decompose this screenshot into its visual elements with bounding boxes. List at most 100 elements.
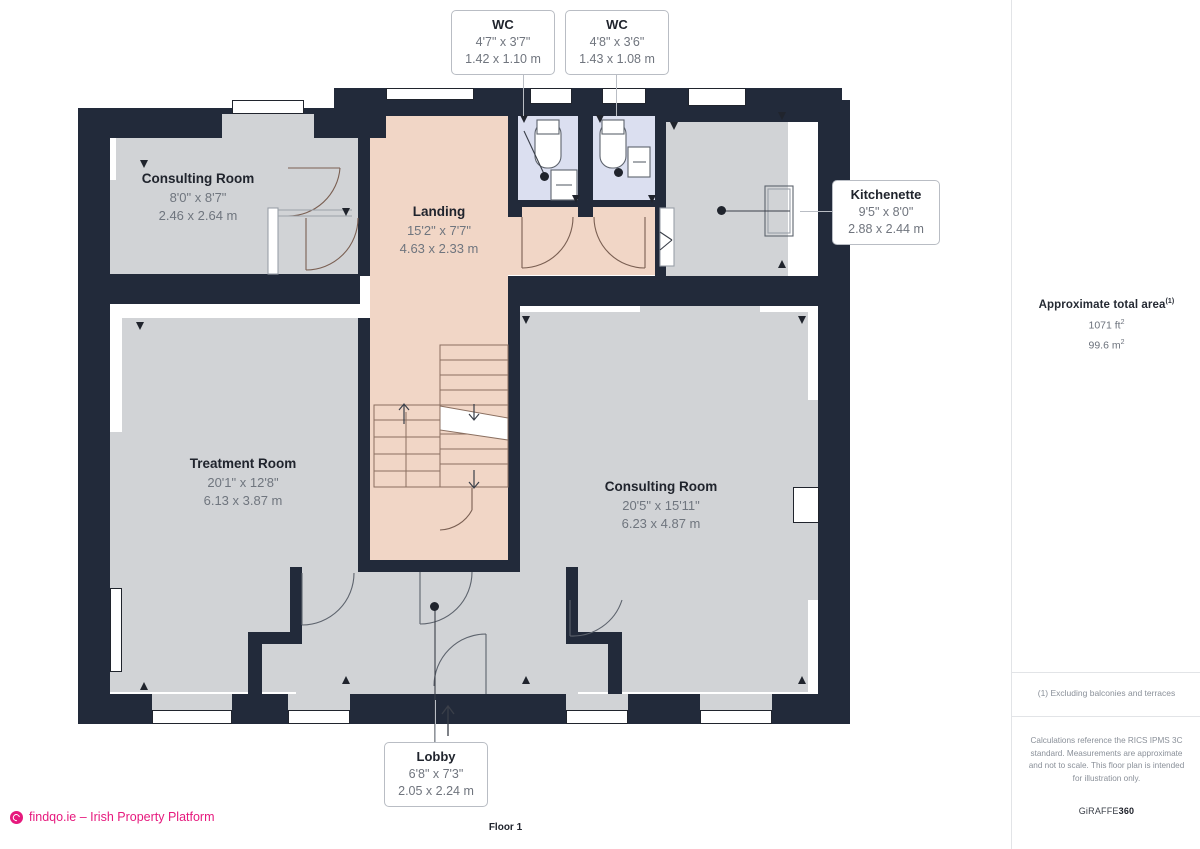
room-dim-imperial: 20'1" x 12'8" — [207, 474, 279, 490]
callout-kitchenette: Kitchenette 9'5" x 8'0" 2.88 x 2.44 m — [832, 180, 940, 246]
window-inset-bottom-d — [700, 694, 772, 710]
window-top-wc-left — [530, 88, 572, 104]
interior-wall-kitchenette-left — [656, 116, 666, 278]
interior-wall-landing-right-upper — [508, 116, 518, 208]
room-dim-imperial: 9'5" x 8'0" — [858, 204, 914, 219]
brand-footer[interactable]: findqo.ie – Irish Property Platform — [10, 810, 215, 824]
marker-dot-wc-left — [540, 172, 549, 181]
interior-wall-lobby-left — [290, 567, 302, 637]
window-bottom-c — [566, 710, 628, 724]
room-fill-wc-left — [518, 115, 578, 207]
window-inset-top-left-a — [222, 114, 314, 138]
interior-wall-landing-left-lower — [358, 318, 370, 570]
area-sqft-value: 1071 ft — [1088, 319, 1121, 332]
total-area-block: Approximate total area(1) 1071 ft2 99.6 … — [1012, 298, 1200, 352]
window-right-consulting — [793, 487, 819, 523]
room-dim-imperial: 20'5" x 15'11" — [622, 497, 700, 513]
provider-brand-suffix: 360 — [1118, 806, 1135, 816]
panel-disclaimer: Calculations reference the RICS IPMS 3C … — [1028, 736, 1185, 784]
room-fill-landing — [370, 115, 508, 567]
total-area-title: Approximate total area(1) — [1012, 298, 1200, 311]
window-inset-bottom-b — [288, 694, 350, 710]
window-inset-bottom-c — [566, 694, 628, 710]
window-inset-consulting-right-top — [640, 306, 760, 314]
window-top-landing — [386, 88, 474, 100]
total-area-sqm: 99.6 m2 — [1012, 339, 1200, 352]
room-dim-imperial: 6'8" x 7'3" — [408, 766, 464, 781]
room-name: WC — [492, 17, 514, 32]
area-sqm-exponent: 2 — [1120, 339, 1125, 347]
footnote-marker: (1) — [1165, 298, 1175, 305]
callout-lobby: Lobby 6'8" x 7'3" 2.05 x 2.24 m — [384, 742, 488, 808]
room-label-consulting-room-top-left: Consulting Room 8'0" x 8'7" 2.46 x 2.64 … — [113, 170, 283, 226]
window-top-wc-right — [602, 88, 646, 104]
interior-wall-top-left-room-bottom — [110, 274, 360, 304]
leader-lobby — [435, 700, 436, 742]
room-dim-metric: 2.46 x 2.64 m — [158, 208, 238, 224]
window-left-treatment — [110, 588, 122, 672]
panel-divider-top — [1012, 672, 1200, 673]
room-label-landing: Landing 15'2" x 7'7" 4.63 x 2.33 m — [374, 203, 504, 259]
room-fill-lobby — [296, 567, 578, 697]
room-dim-metric: 2.05 x 2.24 m — [398, 783, 474, 798]
brand-name: findqo.ie – Irish Property Platform — [29, 810, 215, 824]
area-sqm-value: 99.6 m — [1088, 339, 1121, 352]
window-bottom-a — [152, 710, 232, 724]
findqo-circle-logo-icon — [10, 810, 23, 824]
room-name: Consulting Room — [141, 171, 255, 186]
total-area-sqft: 1071 ft2 — [1012, 319, 1200, 332]
room-dim-metric: 6.13 x 3.87 m — [203, 493, 283, 509]
room-dim-metric: 1.43 x 1.08 m — [579, 51, 655, 66]
room-name: WC — [606, 17, 628, 32]
room-fill-stair-landing — [366, 405, 376, 485]
room-dim-imperial: 8'0" x 8'7" — [169, 189, 227, 205]
room-dim-metric: 2.88 x 2.44 m — [848, 221, 924, 236]
interior-wall-lobby-right — [566, 567, 578, 637]
interior-wall-wc-bottom-right — [578, 203, 593, 217]
room-label-consulting-room-right: Consulting Room 20'5" x 15'11" 6.23 x 4.… — [576, 478, 746, 534]
leader-kitchenette — [800, 211, 833, 212]
room-dim-metric: 6.23 x 4.87 m — [621, 516, 701, 532]
marker-dot-wc-right — [614, 168, 623, 177]
total-area-label: Approximate total area — [1038, 298, 1166, 311]
info-panel: Approximate total area(1) 1071 ft2 99.6 … — [1011, 0, 1200, 849]
provider-brand: GiRAFFE360 — [1012, 806, 1200, 816]
room-fill-lobby-right-wing — [574, 567, 628, 637]
room-fill-wc-right — [593, 115, 655, 207]
window-top-kitchenette — [688, 88, 746, 106]
room-dim-imperial: 15'2" x 7'7" — [406, 222, 472, 238]
marker-dot-lobby — [430, 602, 439, 611]
room-name: Consulting Room — [604, 479, 718, 494]
interior-wall-landing-bottom — [358, 560, 520, 572]
leader-wc-right — [616, 68, 617, 116]
room-dim-imperial: 4'7" x 3'7" — [475, 34, 531, 49]
provider-brand-prefix: GiRAFFE — [1078, 806, 1119, 816]
interior-wall-wc-sill-right — [593, 200, 655, 207]
room-name: Kitchenette — [850, 187, 922, 202]
interior-wall-consulting-right-top — [508, 276, 848, 306]
window-inset-bottom-a — [152, 694, 232, 710]
window-bottom-b — [288, 710, 350, 724]
leader-wc-left — [523, 68, 524, 116]
floor-plan-canvas: Consulting Room 8'0" x 8'7" 2.46 x 2.64 … — [78, 88, 850, 760]
interior-wall-lobby-right-pier — [608, 632, 622, 694]
window-bottom-d — [700, 710, 772, 724]
interior-wall-top-left-room-right — [358, 168, 370, 208]
area-sqft-exponent: 2 — [1120, 318, 1125, 326]
exterior-wall-left — [78, 108, 110, 724]
room-name: Lobby — [416, 749, 456, 764]
marker-dot-kitchenette — [717, 206, 726, 215]
callout-wc-right: WC 4'8" x 3'6" 1.43 x 1.08 m — [565, 10, 669, 76]
room-fill-kitchenette — [664, 120, 788, 278]
interior-wall-landing-right-lower — [508, 276, 520, 570]
interior-wall-lobby-left-pier — [248, 632, 262, 694]
interior-wall-wc-sill-left — [518, 200, 578, 207]
interior-wall-wc-divider — [578, 116, 593, 208]
panel-divider-bottom — [1012, 716, 1200, 717]
floor-label: Floor 1 — [488, 822, 523, 833]
window-top-left-a — [232, 100, 304, 114]
room-name: Treatment Room — [189, 456, 297, 471]
panel-footnote: (1) Excluding balconies and terraces — [1037, 688, 1176, 698]
room-name: Landing — [412, 204, 466, 219]
room-dim-imperial: 4'8" x 3'6" — [589, 34, 645, 49]
